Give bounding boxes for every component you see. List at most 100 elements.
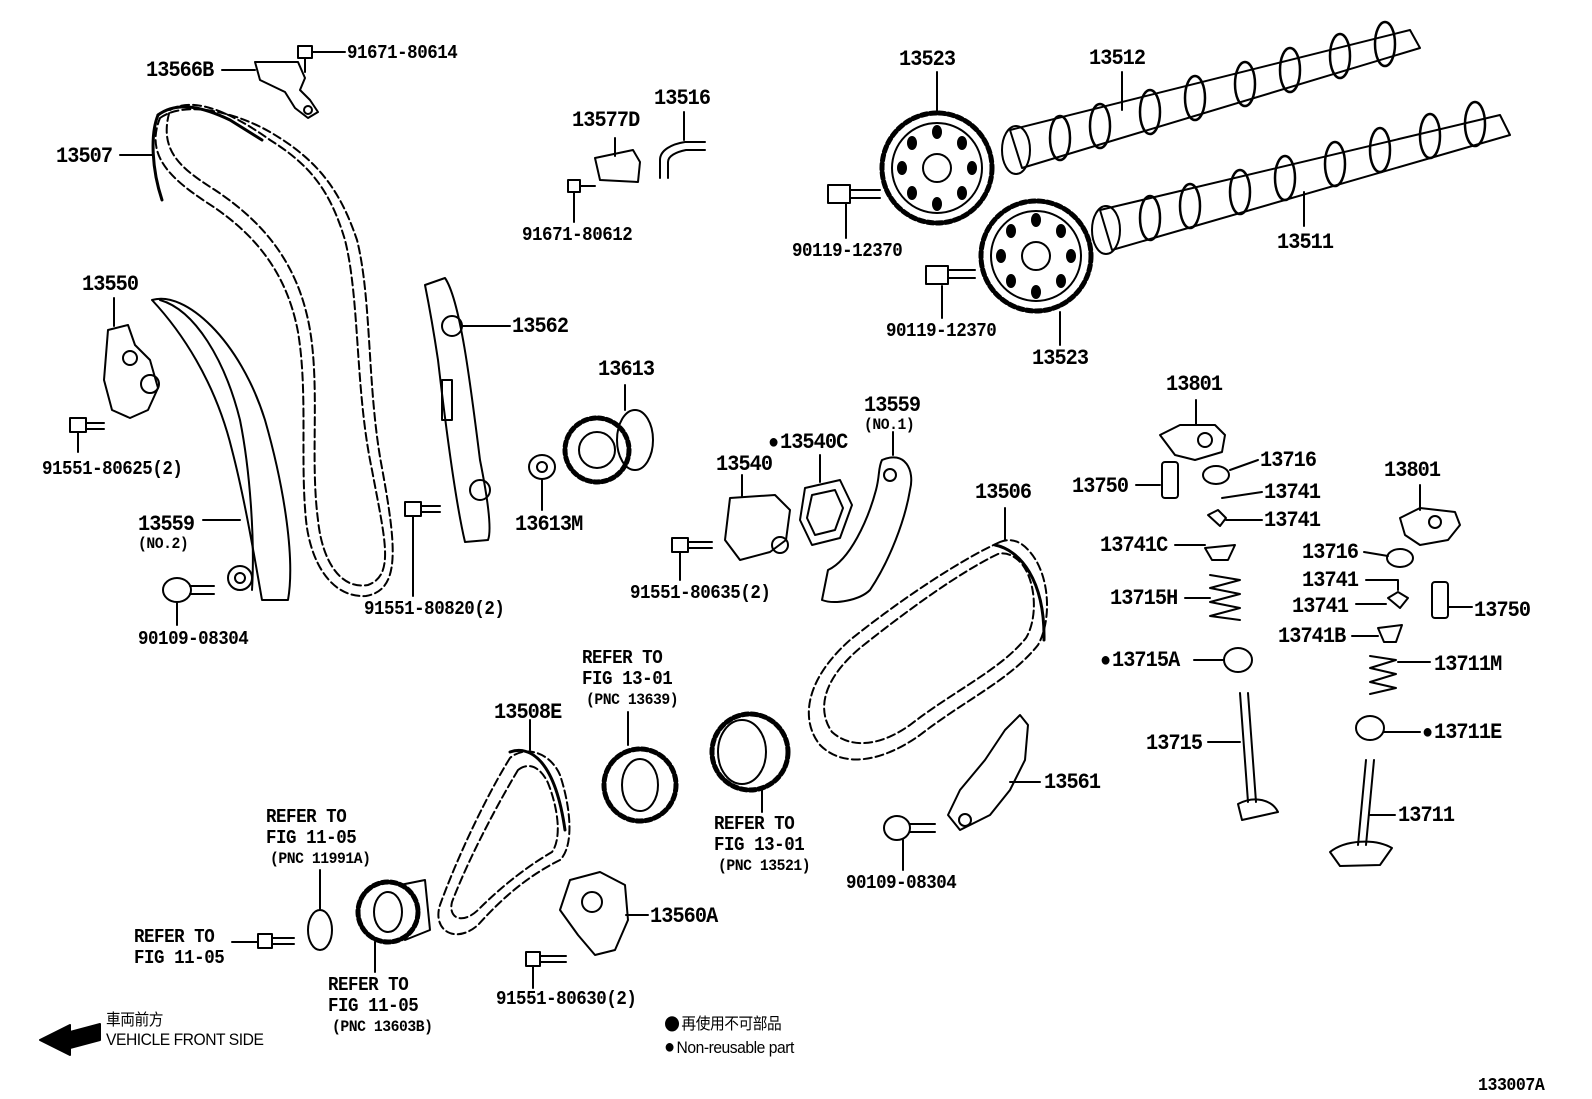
label-90109-08304-b: 90109-08304	[846, 872, 957, 894]
ref-13603B-line3: (PNC 13603B)	[332, 1018, 433, 1036]
vehicle-front-jp: 車両前方	[106, 1010, 164, 1029]
label-13511: 13511	[1277, 230, 1334, 255]
label-13523-top: 13523	[899, 47, 956, 72]
ref-11991A-line2: FIG 11-05	[266, 827, 357, 849]
bolt-91671-80614	[297, 45, 346, 73]
label-13523-bottom: 13523	[1032, 346, 1089, 371]
camshaft-13512	[1001, 20, 1421, 175]
timing-chain-13506	[807, 507, 1048, 761]
label-13741-d: 13741	[1292, 594, 1349, 619]
bolt-90109-08304-a	[162, 577, 215, 626]
label-13508E: 13508E	[494, 700, 562, 725]
ref-13639-line1: REFER TO	[582, 647, 663, 669]
crank-sprocket-13603B-ref	[355, 879, 431, 973]
tensioner-body-13540	[724, 474, 791, 561]
valve-13715	[1207, 692, 1279, 821]
spring-13711M	[1369, 655, 1431, 695]
sprocket-13523-bottom	[978, 198, 1094, 346]
retainer-13741C	[1174, 544, 1236, 561]
seal-13711E	[1355, 715, 1421, 741]
lash-adjuster-13750-b	[1431, 581, 1473, 619]
ref-11991A-line3: (PNC 11991A)	[270, 850, 371, 868]
idler-gear-13613	[562, 384, 654, 485]
label-91671-80614: 91671-80614	[347, 42, 458, 64]
tensioner-13560A	[559, 871, 649, 956]
bolt-90119-12370-b	[925, 265, 976, 319]
front-direction-arrow	[39, 1023, 101, 1056]
label-13613: 13613	[598, 357, 655, 382]
ref-13639-line2: FIG 13-01	[582, 668, 673, 690]
label-13550: 13550	[82, 272, 139, 297]
label-13559-no2: 13559	[138, 512, 195, 537]
label-13561: 13561	[1044, 770, 1101, 795]
label-13560A: 13560A	[650, 904, 718, 929]
ref-13639-line3: (PNC 13639)	[586, 691, 679, 709]
bolt-91551-80820	[404, 501, 441, 597]
timing-chain-13507	[151, 103, 394, 598]
bracket-13566B	[221, 61, 319, 119]
label-13715: 13715	[1146, 731, 1203, 756]
bolt-91551-80630	[525, 951, 567, 989]
bolt-90119-12370-a	[827, 184, 881, 239]
label-90119-12370-a: 90119-12370	[792, 240, 903, 262]
sprocket-13521-ref	[709, 711, 791, 813]
legend-nonreusable-en: Non-reusable part	[664, 1036, 795, 1059]
bolt-90109-08304-b	[883, 815, 936, 871]
label-13716-a: 13716	[1260, 448, 1317, 473]
bolt-13613M	[528, 454, 556, 511]
cap-13716-b	[1363, 548, 1414, 568]
label-91551-80630: 91551-80630(2)	[496, 988, 637, 1010]
lash-adjuster-13750-a	[1135, 461, 1179, 499]
bolt-91551-80625	[69, 417, 105, 453]
chain-guide-13559-no2	[151, 297, 292, 601]
label-13540: 13540	[716, 452, 773, 477]
keeper-13741-b	[1355, 579, 1409, 609]
rocker-arm-13801-b	[1399, 484, 1461, 546]
label-13741-a: 13741	[1264, 480, 1321, 505]
label-13559-no1: 13559	[864, 393, 921, 418]
label-13559-no2-sub: (NO.2)	[138, 535, 189, 553]
tensioner-13550	[103, 297, 160, 419]
hose-13516	[659, 111, 706, 179]
label-13507: 13507	[56, 144, 113, 169]
spring-13715H	[1184, 574, 1241, 621]
label-13506: 13506	[975, 480, 1032, 505]
ref-13521-line1: REFER TO	[714, 813, 795, 835]
ref-bolt-line2: FIG 11-05	[134, 947, 225, 969]
chain-guide-13559-no1	[821, 431, 913, 603]
label-91551-80820: 91551-80820(2)	[364, 598, 505, 620]
label-13566B: 13566B	[146, 58, 214, 83]
legend-nonreusable-jp: 再使用不可部品	[664, 1010, 781, 1034]
bracket-13577D	[594, 137, 641, 183]
gasket-13540C	[799, 454, 853, 546]
label-13741C: 13741C	[1100, 533, 1168, 558]
vehicle-front-en: VEHICLE FRONT SIDE	[106, 1030, 264, 1049]
label-91551-80635: 91551-80635(2)	[630, 582, 771, 604]
label-13715H: 13715H	[1110, 586, 1178, 611]
label-13711E: 13711E	[1422, 720, 1502, 745]
figure-code: 133007A	[1478, 1076, 1545, 1096]
retainer-13741B	[1351, 624, 1403, 643]
label-90119-12370-b: 90119-12370	[886, 320, 997, 342]
label-13540C: 13540C	[768, 430, 848, 455]
label-13562: 13562	[512, 314, 569, 339]
label-13741B: 13741B	[1278, 624, 1346, 649]
label-13516: 13516	[654, 86, 711, 111]
label-13711: 13711	[1398, 803, 1455, 828]
bolt-91551-80635	[671, 537, 713, 581]
bolt-91671-80612	[567, 179, 596, 223]
bolt-11-05-ref	[231, 933, 295, 949]
label-13741-b: 13741	[1264, 508, 1321, 533]
ref-13603B-line2: FIG 11-05	[328, 995, 419, 1017]
chain-guide-13561	[947, 714, 1041, 831]
ref-13603B-line1: REFER TO	[328, 974, 409, 996]
label-13512: 13512	[1089, 46, 1146, 71]
valve-13711	[1329, 759, 1396, 867]
label-13613M: 13613M	[515, 512, 583, 537]
label-13577D: 13577D	[572, 108, 640, 133]
sprocket-13639-ref	[601, 711, 679, 824]
cap-13716-a	[1202, 459, 1259, 485]
sprocket-13523-top	[879, 71, 995, 226]
